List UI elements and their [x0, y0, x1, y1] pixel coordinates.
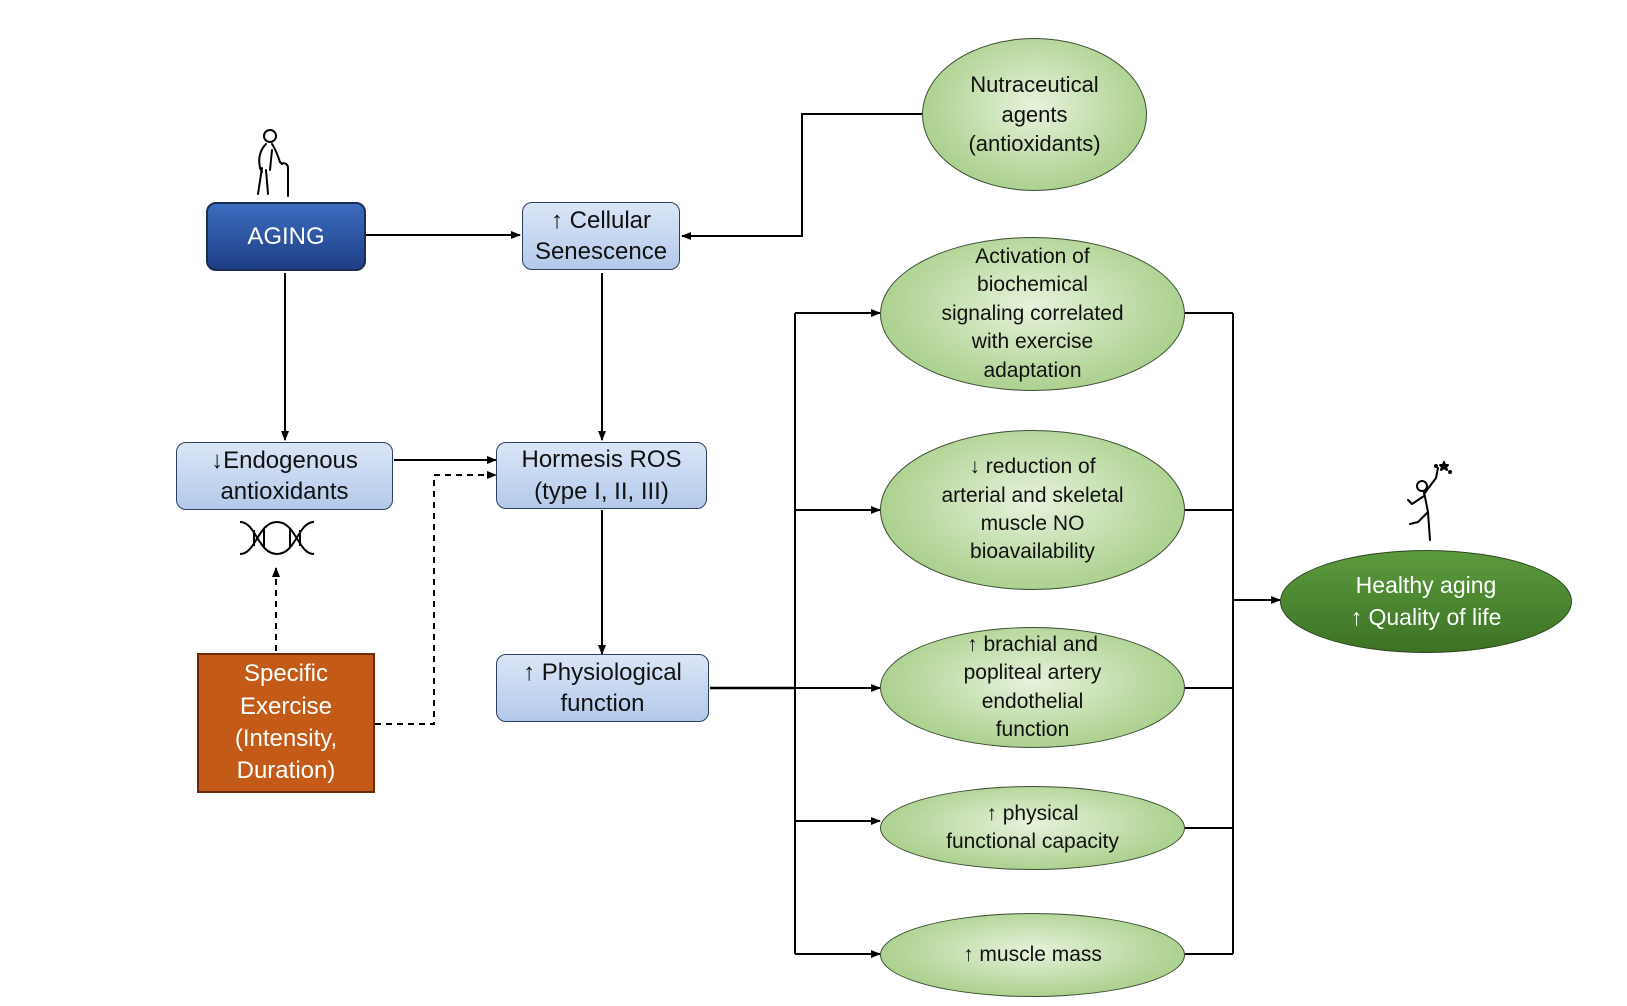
node-brachial-popliteal-function: ↑ brachial and popliteal artery endothel… — [880, 627, 1185, 748]
node-physical-functional-capacity: ↑ physical functional capacity — [880, 786, 1185, 870]
dna-icon — [239, 520, 315, 556]
node-nutraceutical-label: Nutraceutical agents (antioxidants) — [968, 71, 1101, 157]
node-muscle-mass-label: ↑ muscle mass — [963, 942, 1102, 966]
elderly-person-icon — [257, 129, 289, 197]
node-hormesis-ros-label: Hormesis ROS (type I, II, III) — [521, 446, 682, 505]
arrow-nutraceutical-to-senescence — [681, 113, 922, 240]
node-activation-label: Activation of biochemical signaling corr… — [941, 245, 1124, 382]
node-no-bioavailability-reduction: ↓ reduction of arterial and skeletal mus… — [880, 430, 1185, 590]
node-hormesis-ros: Hormesis ROS (type I, II, III) — [496, 442, 707, 509]
node-healthy-aging: Healthy aging ↑ Quality of life — [1280, 550, 1572, 653]
node-specific-exercise-label: Specific Exercise (Intensity, Duration) — [234, 660, 338, 785]
node-activation-biochemical-signaling: Activation of biochemical signaling corr… — [880, 237, 1185, 391]
node-specific-exercise: Specific Exercise (Intensity, Duration) — [197, 653, 375, 793]
node-physiological-function: ↑ Physiological function — [496, 654, 709, 722]
node-cellular-senescence: ↑ Cellular Senescence — [522, 202, 680, 270]
node-muscle-mass: ↑ muscle mass — [880, 913, 1185, 997]
node-physiological-function-label: ↑ Physiological function — [523, 658, 682, 717]
node-nutraceutical: Nutraceutical agents (antioxidants) — [922, 38, 1147, 191]
node-brachial-label: ↑ brachial and popliteal artery endothel… — [963, 632, 1102, 741]
node-aging-label: AGING — [247, 222, 325, 250]
node-physical-capacity-label: ↑ physical functional capacity — [946, 801, 1119, 853]
arrow-exercise-to-hormesis — [375, 471, 497, 725]
node-endogenous-antioxidants-label: ↓Endogenous antioxidants — [211, 446, 358, 505]
node-cellular-senescence-label: ↑ Cellular Senescence — [534, 206, 668, 265]
person-reaching-star-icon — [1407, 461, 1452, 541]
node-no-reduction-label: ↓ reduction of arterial and skeletal mus… — [941, 455, 1124, 564]
node-healthy-aging-label: Healthy aging ↑ Quality of life — [1350, 572, 1502, 630]
node-endogenous-antioxidants: ↓Endogenous antioxidants — [176, 442, 393, 510]
node-aging: AGING — [206, 202, 366, 271]
